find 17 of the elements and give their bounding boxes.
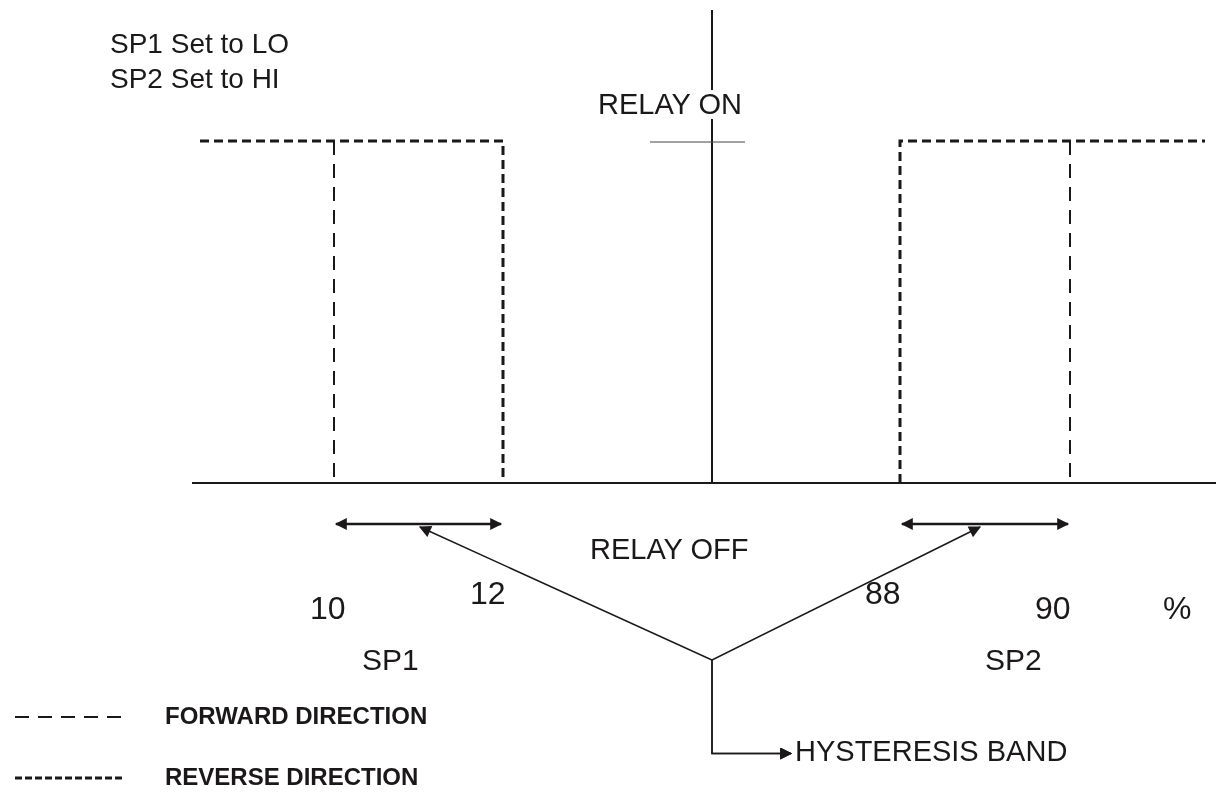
dimension-arrow [900,518,1070,530]
dimension-arrow [334,518,503,530]
unit-label: % [1163,592,1192,624]
setting-note: SP1 Set to LO [110,30,289,58]
setpoint-label: SP1 [362,645,419,675]
legend-text: FORWARD DIRECTION [165,704,428,728]
setpoint-value: 10 [310,592,346,624]
setpoint-label: SP2 [985,645,1042,675]
legend-text: REVERSE DIRECTION [165,765,419,789]
setpoint-value: 12 [470,577,506,609]
setpoint-value: 90 [1035,592,1071,624]
state-label: RELAY OFF [590,535,749,564]
setting-note: SP2 Set to HI [110,65,280,93]
setpoint-value: 88 [865,577,901,609]
state-label: RELAY ON [598,90,742,119]
leader-line [711,526,982,760]
callout-text: HYSTERESIS BAND [795,735,1068,767]
